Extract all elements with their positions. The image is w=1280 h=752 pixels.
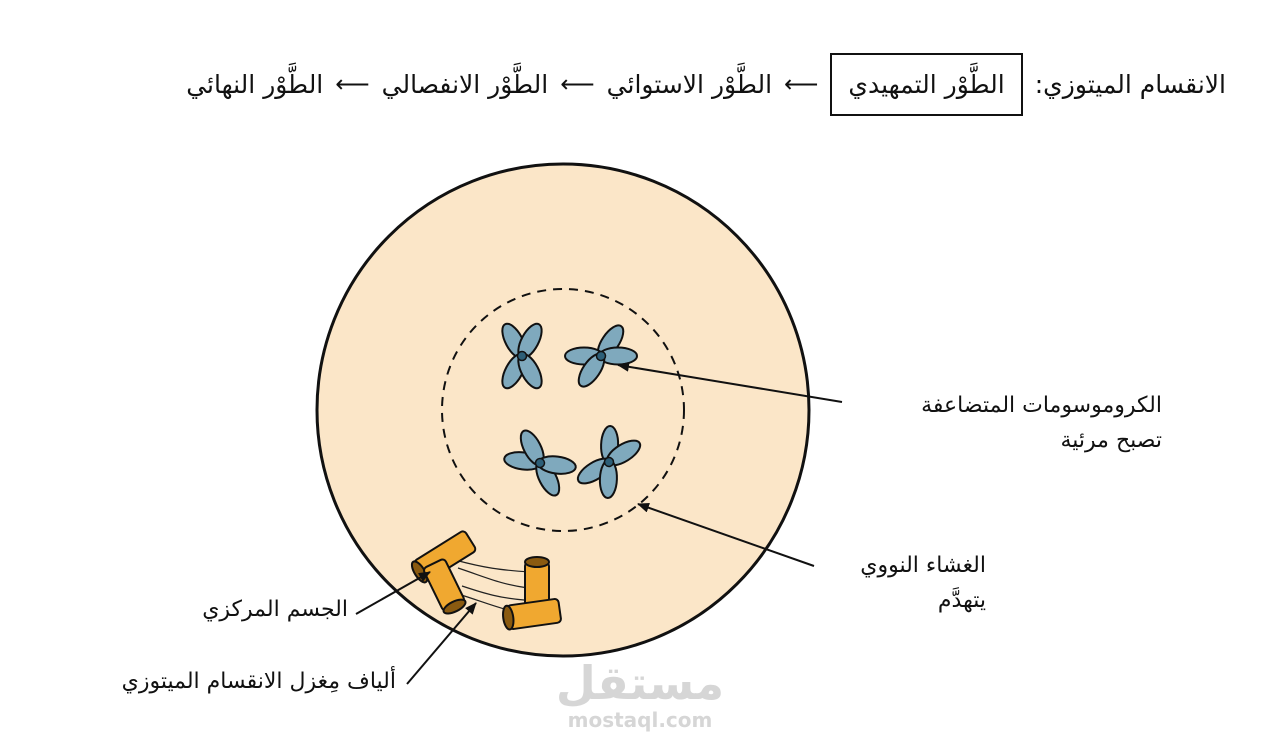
chromosome-icon: [556, 316, 646, 396]
nuclear-envelope-label: الغشاء النووي يتهدَّم: [860, 553, 986, 614]
arrow-icon: ⟵: [784, 70, 819, 98]
chromosomes-label: الكروموسومات المتضاعفة تصبح مرئية: [921, 393, 1162, 454]
chromosome-icon: [496, 319, 548, 393]
watermark-url: mostaql.com: [567, 708, 713, 732]
centrosome-label: الجسم المركزي: [202, 597, 348, 622]
chromosome-icon: [568, 417, 650, 507]
centriole-icon: [502, 556, 562, 631]
nuclear-envelope: [441, 288, 685, 532]
spindle-fibers-label: ألياف مِغزل الانقسام الميتوزي: [121, 669, 396, 694]
phase-header: الانقسام الميتوزي: الطَّوْر التمهيدي ⟵ ا…: [60, 46, 1232, 122]
phase-metaphase: الطَّوْر الاستوائي: [606, 69, 773, 99]
phase-anaphase: الطَّوْر الانفصالي: [381, 69, 549, 99]
header-prefix: الانقسام الميتوزي:: [1034, 69, 1226, 99]
phase-telophase: الطَّوْر النهائي: [186, 69, 324, 99]
arrow-icon: [355, 571, 431, 615]
cell-membrane: [315, 162, 811, 658]
watermark-logo: مستقل: [555, 656, 725, 710]
arrow-icon: [637, 502, 815, 567]
arrow-icon: ⟵: [560, 70, 595, 98]
arrow-icon: ⟵: [335, 70, 370, 98]
arrow-icon: [617, 361, 843, 403]
arrow-icon: [406, 602, 477, 685]
watermark: مستقل mostaql.com: [540, 660, 740, 732]
chromosome-icon: [495, 421, 585, 505]
highlighted-phase: الطَّوْر التمهيدي: [830, 52, 1023, 116]
